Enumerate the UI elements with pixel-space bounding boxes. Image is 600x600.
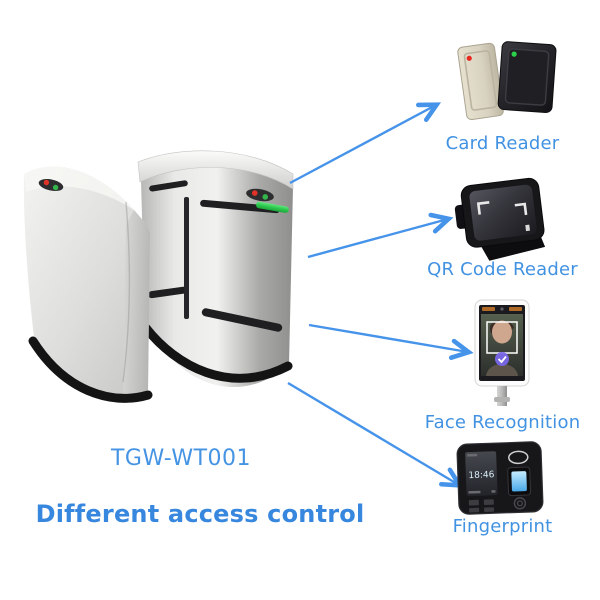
status-led-red: [466, 55, 472, 61]
right-cabinet-base: [141, 323, 293, 383]
pole-collar: [494, 397, 510, 402]
left-cabinet-body: [23, 166, 151, 395]
pass-led-strip-green: [256, 201, 289, 213]
face-recognition-label: Face Recognition: [424, 412, 581, 433]
arrow-to-qr-code-reader: [307, 212, 454, 259]
access-methods-column: Card Reader QR Code Reader: [420, 0, 585, 600]
qr-code-reader-label: QR Code Reader: [427, 259, 578, 280]
right-cabinet-body: [141, 166, 293, 388]
keypad-key: [469, 507, 480, 513]
face-recognition-image: [474, 299, 530, 406]
direction-indicator: [246, 188, 274, 202]
status-led-green: [511, 51, 517, 57]
left-cabinet-base: [28, 336, 153, 403]
panel-slot: [200, 199, 280, 214]
check-icon: [497, 355, 507, 364]
keypad-key: [484, 507, 495, 513]
product-tagline: Different access control: [35, 500, 365, 528]
mount-pole: [497, 386, 507, 406]
card-reader-image: [457, 41, 557, 120]
indicator-green-light: [262, 194, 269, 200]
qr-reader-body: [454, 177, 546, 261]
left-cabinet-seam: [122, 201, 131, 383]
ir-illuminator: [482, 307, 495, 311]
portrait-shoulders: [486, 364, 518, 376]
product-model: TGW-WT001: [110, 446, 252, 471]
panel-groove: [184, 197, 189, 319]
fingerprint-image: 18:46: [456, 441, 544, 515]
keypad-key: [483, 499, 494, 506]
fingerprint-sensor-window: [511, 471, 527, 492]
right-cabinet-top-lid: [137, 150, 294, 190]
card-reader-label: Card Reader: [445, 133, 560, 154]
panel-slot: [149, 180, 188, 192]
scan-frame-bracket: [476, 201, 490, 215]
indicator-red-light: [43, 179, 50, 186]
fingerprint-label: Fingerprint: [452, 516, 553, 537]
portrait-face: [492, 320, 512, 344]
verify-badge: [495, 352, 509, 366]
fingerprint-icon: [513, 497, 527, 510]
left-cabinet-top-sheen: [24, 166, 134, 210]
fingerprint-body: 18:46: [456, 441, 544, 515]
turnstile-left-cabinet: [23, 166, 153, 403]
keypad-key: [468, 499, 479, 506]
turnstile-flap-barrier-image: [23, 150, 294, 403]
qr-code-reader-image: [454, 177, 546, 261]
card-reader-beige: [457, 42, 504, 120]
device-screen: [465, 451, 498, 497]
direction-indicator: [38, 179, 64, 191]
camera-dot: [500, 307, 504, 311]
screen-time: 18:46: [468, 470, 495, 481]
proximity-sensor: [508, 450, 529, 465]
panel-slot: [201, 308, 283, 332]
arrow-to-card-reader: [289, 102, 442, 185]
indicator-red-light: [251, 190, 258, 196]
scan-frame-bracket: [514, 202, 528, 216]
ir-illuminator: [509, 307, 522, 311]
scan-window-dot: [525, 224, 530, 232]
arrow-to-fingerprint: [287, 381, 464, 488]
turnstile-right-cabinet: [137, 150, 294, 388]
panel-slot: [148, 286, 187, 299]
arrow-to-face-recognition: [308, 323, 474, 360]
indicator-green-light: [52, 184, 59, 191]
card-reader-black: [497, 41, 557, 113]
